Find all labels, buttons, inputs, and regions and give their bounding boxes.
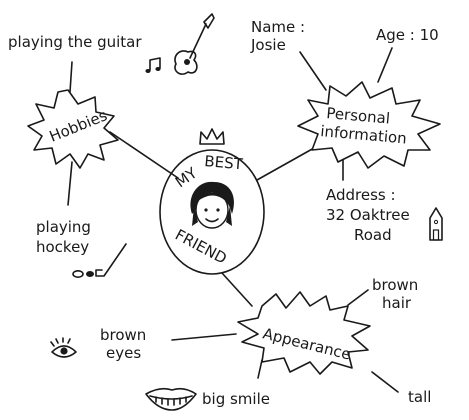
name-label: Name : bbox=[251, 18, 305, 36]
connector-guitar bbox=[69, 61, 73, 93]
hobby-guitar: playing the guitar bbox=[8, 33, 142, 51]
crown-icon bbox=[199, 128, 225, 145]
center-title-best: BEST bbox=[204, 152, 245, 173]
hobby-hockey-line1: playing bbox=[36, 218, 91, 236]
address-line2: Road bbox=[354, 226, 392, 244]
appearance-burst bbox=[237, 291, 371, 375]
connector-hobbies bbox=[109, 131, 179, 179]
connectors bbox=[67, 47, 399, 393]
smile-icon bbox=[145, 387, 197, 411]
connector-tall bbox=[371, 371, 399, 393]
music-notes-icon bbox=[145, 57, 161, 73]
hair-line2: hair bbox=[382, 294, 412, 312]
connector-age bbox=[377, 47, 393, 83]
connector-name bbox=[299, 51, 327, 91]
eyes-line2: eyes bbox=[106, 344, 141, 362]
center-oval bbox=[159, 149, 265, 275]
guitar-icon bbox=[174, 13, 215, 75]
name-value: Josie bbox=[250, 36, 286, 54]
girl-face-icon bbox=[190, 181, 234, 229]
connector-hockey bbox=[67, 161, 73, 206]
hobby-hockey-line2: hockey bbox=[36, 238, 89, 256]
connector-hair bbox=[347, 289, 369, 306]
tall-label: tall bbox=[408, 388, 431, 406]
personal-info-burst bbox=[297, 81, 441, 169]
hockey-stick-icon bbox=[72, 243, 127, 278]
address-label: Address : bbox=[326, 186, 396, 204]
connector-smile bbox=[257, 359, 263, 379]
connector-personal bbox=[256, 147, 315, 181]
eye-icon bbox=[50, 337, 77, 358]
connector-appearance bbox=[221, 272, 253, 307]
smile-label: big smile bbox=[202, 390, 270, 408]
age-value: Age : 10 bbox=[376, 26, 439, 44]
eyes-line1: brown bbox=[100, 326, 146, 344]
hobbies-burst bbox=[27, 89, 119, 169]
address-line1: 32 Oaktree bbox=[326, 206, 410, 224]
connector-eyes bbox=[171, 333, 237, 341]
personal-label-line1: Personal bbox=[326, 104, 391, 127]
house-icon bbox=[429, 207, 443, 241]
hair-line1: brown bbox=[372, 276, 418, 294]
